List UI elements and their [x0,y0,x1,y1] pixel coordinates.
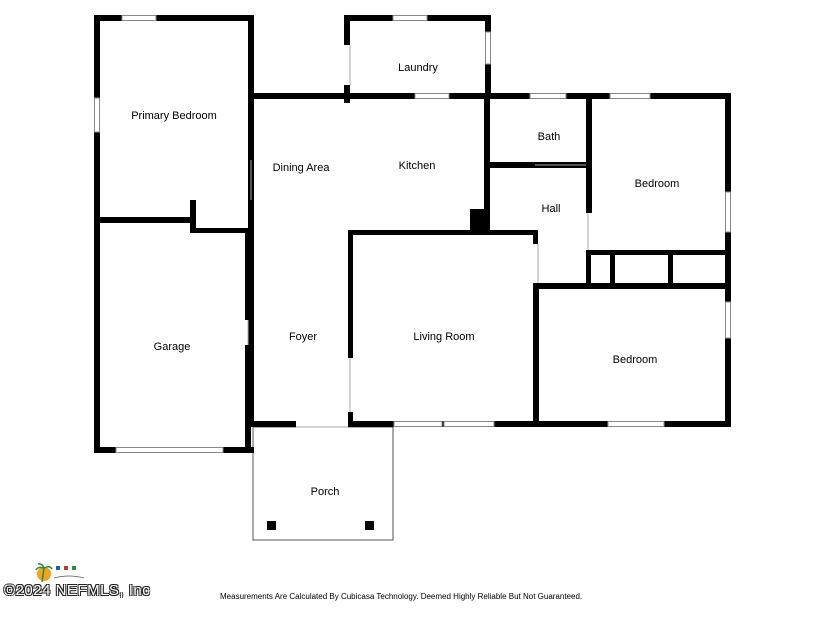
room-label-laundry: Laundry [398,62,438,74]
window [94,97,100,133]
room-label-garage: Garage [154,341,191,353]
window [529,93,567,99]
window [725,301,731,339]
windows [94,15,731,453]
garage-door [115,447,224,453]
window [121,15,157,21]
room-label-kitchen: Kitchen [399,160,436,172]
room-label-living-room: Living Room [413,331,474,343]
window [414,93,450,99]
porch-post [267,521,276,530]
porch-post [365,521,374,530]
room-label-hall: Hall [542,203,561,215]
palm-tree-logo [35,563,85,583]
window [607,421,665,427]
room-label-bedroom-2: Bedroom [613,354,658,366]
measurement-disclaimer: Measurements Are Calculated By Cubicasa … [220,592,583,601]
room-labels: Laundry Primary Bedroom Dining Area Kitc… [131,62,679,498]
room-label-primary-bedroom: Primary Bedroom [131,110,217,122]
porch-area [252,426,394,541]
window [443,421,495,427]
walls [94,15,731,453]
window [485,31,491,65]
room-label-foyer: Foyer [289,331,317,343]
window [393,421,443,427]
room-label-porch: Porch [311,486,340,498]
window [609,93,651,99]
room-label-bath: Bath [538,131,561,143]
room-label-dining-area: Dining Area [273,162,331,174]
window [725,191,731,233]
copyright-watermark: ©2024 NEFMLS, Inc [4,582,151,599]
room-label-bedroom-1: Bedroom [635,178,680,190]
door-openings [247,45,589,428]
window [392,15,428,21]
